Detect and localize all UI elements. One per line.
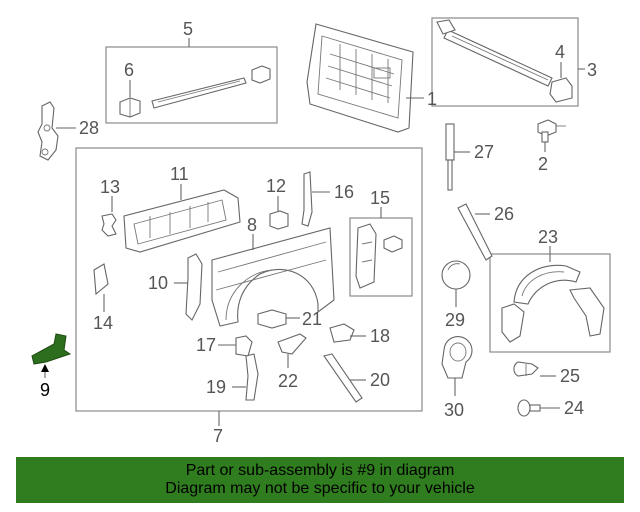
callout-23[interactable]: 23 [538, 227, 558, 247]
callout-3[interactable]: 3 [587, 60, 597, 80]
callout-26[interactable]: 26 [494, 204, 514, 224]
part-17-bracket[interactable] [235, 335, 253, 357]
callout-9[interactable]: 9 [40, 380, 50, 400]
part-3-rail[interactable] [436, 19, 553, 87]
info-banner: Part or sub-assembly is #9 in diagram Di… [16, 457, 624, 503]
part-14-panel[interactable] [93, 263, 109, 296]
callout-5[interactable]: 5 [183, 19, 193, 39]
group-box-7 [75, 147, 423, 412]
callout-6[interactable]: 6 [124, 60, 134, 80]
part-5-rail[interactable] [151, 65, 271, 109]
callout-2[interactable]: 2 [538, 154, 548, 174]
part-20-rail[interactable] [323, 353, 363, 403]
callout-7[interactable]: 7 [213, 426, 223, 446]
callout-10[interactable]: 10 [148, 273, 168, 293]
part-9-shape[interactable] [31, 333, 72, 365]
callout-17[interactable]: 17 [196, 335, 216, 355]
part-15-bracket[interactable] [355, 223, 403, 289]
leader-9-arrowhead [41, 364, 49, 372]
callout-30[interactable]: 30 [444, 400, 464, 420]
part-18-bracket[interactable] [329, 323, 355, 343]
part-12-clip[interactable] [269, 210, 289, 230]
part-10-pillar[interactable] [185, 253, 203, 321]
group-box-3 [431, 17, 579, 107]
banner-line-2: Diagram may not be specific to your vehi… [165, 480, 475, 497]
part-24-screw[interactable] [517, 399, 541, 417]
callout-18[interactable]: 18 [370, 326, 390, 346]
callout-8[interactable]: 8 [247, 215, 257, 235]
part-2-bolt[interactable] [537, 119, 566, 143]
part-4-cap[interactable] [549, 77, 573, 103]
part-27-strut[interactable] [445, 123, 455, 191]
part-22-brace[interactable] [277, 333, 307, 355]
callout-25[interactable]: 25 [560, 366, 580, 386]
callout-11[interactable]: 11 [170, 164, 189, 184]
part-11-inner-panel[interactable] [123, 189, 241, 253]
part-19-pillar[interactable] [245, 353, 259, 401]
callout-20[interactable]: 20 [370, 370, 390, 390]
part-29-cap[interactable] [441, 260, 471, 290]
callout-22[interactable]: 22 [278, 371, 298, 391]
callout-24[interactable]: 24 [564, 398, 584, 418]
callout-28[interactable]: 28 [79, 118, 99, 138]
callout-4[interactable]: 4 [555, 42, 565, 62]
callout-13[interactable]: 13 [100, 177, 120, 197]
part-21-bracket[interactable] [257, 309, 287, 329]
callout-16[interactable]: 16 [334, 182, 354, 202]
callout-29[interactable]: 29 [445, 310, 465, 330]
group-box-5 [105, 46, 278, 124]
part-16-pillar[interactable] [301, 171, 313, 227]
part-28-hinge[interactable] [37, 101, 59, 161]
part-9-highlighted[interactable] [31, 333, 72, 378]
part-26-strip[interactable] [457, 203, 493, 261]
part-30-housing[interactable] [441, 335, 473, 379]
part-13-bracket[interactable] [101, 213, 117, 237]
part-6-clip[interactable] [119, 97, 141, 118]
callout-12[interactable]: 12 [266, 176, 286, 196]
part-25-grommet[interactable] [513, 361, 539, 377]
callout-19[interactable]: 19 [206, 377, 226, 397]
part-8-outer-panel[interactable] [211, 227, 335, 327]
part-1-tailgate[interactable] [306, 23, 414, 133]
callout-15[interactable]: 15 [370, 188, 390, 208]
callout-1[interactable]: 1 [427, 89, 437, 109]
callout-14[interactable]: 14 [93, 313, 113, 333]
banner-line-1: Part or sub-assembly is #9 in diagram [185, 462, 455, 479]
callout-27[interactable]: 27 [474, 142, 494, 162]
part-23-liner[interactable] [501, 264, 605, 343]
callout-21[interactable]: 21 [302, 309, 322, 329]
